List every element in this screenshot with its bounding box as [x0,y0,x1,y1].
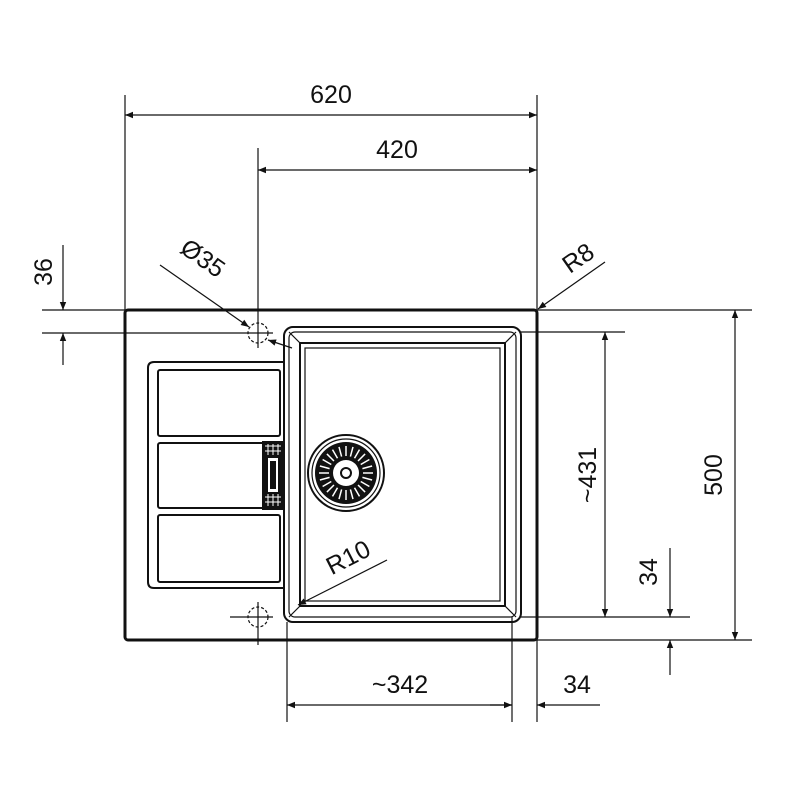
tap-hole-top [243,318,273,348]
dim-34-horizontal: 34 [563,671,591,699]
strainer-slot [357,484,366,493]
strainer-slot [362,476,373,481]
extension-lines [42,95,752,722]
dim-36: 36 [30,258,58,286]
strainer-slot [353,487,361,497]
strainer-slot [326,484,335,493]
dim-620: 620 [310,81,352,109]
strainer-slot [349,489,354,500]
bowl [283,326,522,623]
strainer-slot [360,458,370,466]
dimension-lines [59,111,739,709]
sink-outline [123,308,539,642]
strainer-slot [338,446,343,457]
dim-500: 500 [700,454,728,496]
dim-tap-diameter: Ø35 [175,233,230,283]
strainer-slot [322,458,332,466]
dim-34-vertical: 34 [635,558,663,586]
dim-r8: R8 [557,238,599,279]
strainer-slot [319,476,330,481]
strainer-slot [362,465,373,470]
dim-420: 420 [376,136,418,164]
strainer-slot [353,449,361,459]
strainer-slot [331,487,339,497]
strainer-slot [322,480,332,488]
dim-r10: R10 [322,535,376,581]
tap-hole-bottom [230,602,273,645]
drain-strainer [307,434,385,512]
strainer-slot [338,489,343,500]
strainer-slot [319,465,330,470]
dim-431: ~431 [574,447,602,503]
drainboard [147,361,284,589]
strainer-slot [357,453,366,462]
strainer-slot [349,446,354,457]
strainer-slot [326,453,335,462]
strainer-slot [360,480,370,488]
strainer-slot [331,449,339,459]
dim-342: ~342 [372,671,428,699]
